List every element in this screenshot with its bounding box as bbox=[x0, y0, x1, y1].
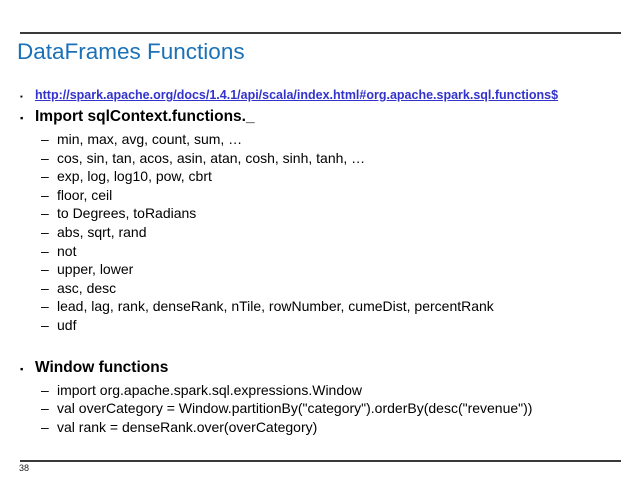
list-item: –floor, ceil bbox=[20, 186, 626, 205]
page-number: 38 bbox=[19, 463, 30, 473]
list-item: –cos, sin, tan, acos, asin, atan, cosh, … bbox=[20, 149, 626, 168]
slide-body: ▪ http://spark.apache.org/docs/1.4.1/api… bbox=[20, 87, 626, 436]
square-bullet-icon: ▪ bbox=[20, 92, 23, 101]
list-item: –to Degrees, toRadians bbox=[20, 204, 626, 223]
list-item: –upper, lower bbox=[20, 260, 626, 279]
import-heading-row: ▪ Import sqlContext.functions._ bbox=[20, 107, 626, 129]
page-title: DataFrames Functions bbox=[17, 39, 245, 64]
list-item: –not bbox=[20, 242, 626, 261]
list-item-text: min, max, avg, count, sum, … bbox=[57, 131, 243, 147]
bottom-divider bbox=[20, 460, 621, 462]
window-heading: Window functions bbox=[35, 358, 169, 376]
dash-marker: – bbox=[41, 298, 49, 315]
list-item: –udf bbox=[20, 316, 626, 335]
import-heading: Import sqlContext.functions._ bbox=[35, 108, 255, 125]
list-item: –val rank = denseRank.over(overCategory) bbox=[20, 418, 626, 437]
list-item-text: floor, ceil bbox=[57, 186, 113, 203]
list-item-text: upper, lower bbox=[57, 261, 134, 278]
list-item-text: not bbox=[57, 242, 77, 259]
list-item-text: to Degrees, toRadians bbox=[57, 205, 197, 222]
list-item: –lead, lag, rank, denseRank, nTile, rowN… bbox=[20, 297, 626, 316]
import-items-list: –min, max, avg, count, sum, … –cos, sin,… bbox=[20, 130, 626, 335]
list-item: –min, max, avg, count, sum, … bbox=[20, 130, 626, 149]
dash-marker: – bbox=[41, 261, 49, 278]
dash-marker: – bbox=[41, 131, 49, 147]
window-heading-row: ▪ Window functions bbox=[20, 358, 626, 380]
link-bullet-row: ▪ http://spark.apache.org/docs/1.4.1/api… bbox=[20, 87, 626, 105]
dash-marker: – bbox=[41, 149, 49, 166]
top-divider bbox=[20, 32, 621, 34]
dash-marker: – bbox=[41, 316, 49, 333]
dash-marker: – bbox=[41, 186, 49, 203]
list-item-text: val overCategory = Window.partitionBy("c… bbox=[57, 400, 533, 417]
square-bullet-icon: ▪ bbox=[20, 363, 24, 375]
list-item-text: exp, log, log10, pow, cbrt bbox=[57, 168, 212, 185]
list-item: –abs, sqrt, rand bbox=[20, 223, 626, 242]
list-item: –import org.apache.spark.sql.expressions… bbox=[20, 381, 626, 400]
list-item-text: abs, sqrt, rand bbox=[57, 223, 147, 240]
dash-marker: – bbox=[41, 279, 49, 296]
square-bullet-icon: ▪ bbox=[20, 113, 24, 124]
list-item-text: cos, sin, tan, acos, asin, atan, cosh, s… bbox=[57, 149, 366, 166]
list-item-text: val rank = denseRank.over(overCategory) bbox=[57, 418, 318, 435]
list-item-text: asc, desc bbox=[57, 279, 117, 296]
window-items-list: –import org.apache.spark.sql.expressions… bbox=[20, 381, 626, 437]
list-item: –asc, desc bbox=[20, 279, 626, 298]
list-item-text: import org.apache.spark.sql.expressions.… bbox=[57, 381, 363, 398]
dash-marker: – bbox=[41, 223, 49, 240]
dash-marker: – bbox=[41, 381, 49, 398]
list-item-text: lead, lag, rank, denseRank, nTile, rowNu… bbox=[57, 298, 494, 315]
list-item: –exp, log, log10, pow, cbrt bbox=[20, 167, 626, 186]
dash-marker: – bbox=[41, 418, 49, 435]
dash-marker: – bbox=[41, 400, 49, 417]
dash-marker: – bbox=[41, 205, 49, 222]
list-item: –val overCategory = Window.partitionBy("… bbox=[20, 399, 626, 418]
dash-marker: – bbox=[41, 168, 49, 185]
list-item-text: udf bbox=[57, 316, 77, 333]
spark-docs-link[interactable]: http://spark.apache.org/docs/1.4.1/api/s… bbox=[35, 88, 559, 102]
dash-marker: – bbox=[41, 242, 49, 259]
